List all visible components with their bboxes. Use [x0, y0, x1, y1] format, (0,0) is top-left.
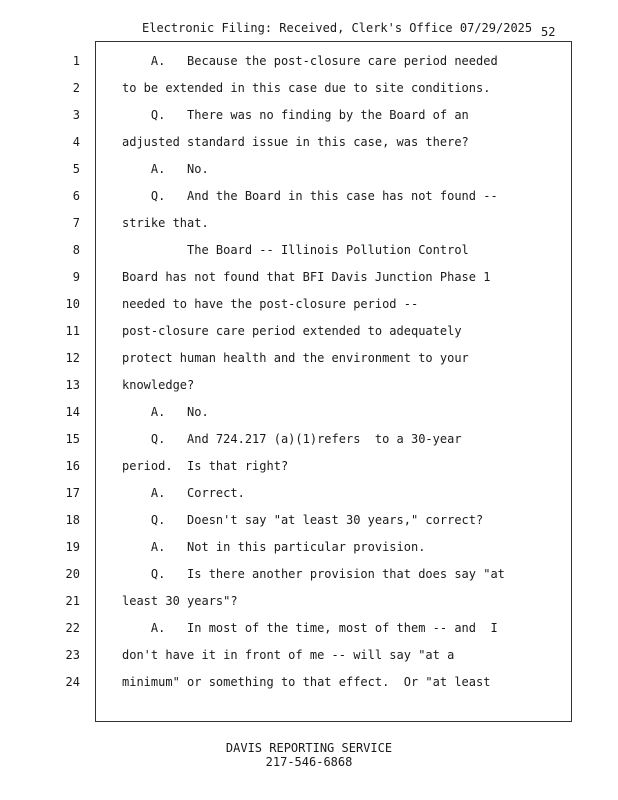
transcript-line: Q. And 724.217 (a)(1)refers to a 30-year: [122, 432, 462, 446]
transcript-line: Q. Doesn't say "at least 30 years," corr…: [122, 513, 484, 527]
page-number: 52: [541, 25, 556, 39]
reporting-company: DAVIS REPORTING SERVICE: [225, 741, 393, 755]
transcript-line: adjusted standard issue in this case, wa…: [122, 135, 469, 149]
transcript-line: least 30 years"?: [122, 594, 238, 608]
line-number: 6: [72, 189, 80, 203]
line-number: 21: [65, 594, 80, 608]
transcript-line: knowledge?: [122, 378, 195, 392]
transcript-line: minimum" or something to that effect. Or…: [122, 675, 491, 689]
transcript-text: A. Because the post-closure care period …: [122, 54, 562, 702]
line-number: 5: [72, 162, 80, 176]
line-number: 8: [72, 243, 80, 257]
transcript-line: Q. There was no finding by the Board of …: [122, 108, 469, 122]
transcript-line: to be extended in this case due to site …: [122, 81, 491, 95]
line-number: 22: [65, 621, 80, 635]
line-number: 16: [65, 459, 80, 473]
line-number: 15: [65, 432, 80, 446]
transcript-line: period. Is that right?: [122, 459, 289, 473]
line-number: 2: [72, 81, 80, 95]
transcript-line: A. In most of the time, most of them -- …: [122, 621, 498, 635]
reporting-phone: 217-546-6868: [265, 755, 353, 769]
line-number: 20: [65, 567, 80, 581]
transcript-line: post-closure care period extended to ade…: [122, 324, 462, 338]
line-number: 9: [72, 270, 80, 284]
transcript-line: A. No.: [122, 405, 209, 419]
transcript-line: Q. Is there another provision that does …: [122, 567, 505, 581]
transcript-line: don't have it in front of me -- will say…: [122, 648, 455, 662]
transcript-line: A. Not in this particular provision.: [122, 540, 426, 554]
filing-stamp: Electronic Filing: Received, Clerk's Off…: [142, 21, 533, 35]
transcript-border: [95, 41, 572, 722]
line-number: 10: [65, 297, 80, 311]
transcript-line: Q. And the Board in this case has not fo…: [122, 189, 498, 203]
footer: DAVIS REPORTING SERVICE 217-546-6868: [0, 741, 618, 769]
line-number: 13: [65, 378, 80, 392]
transcript-line: The Board -- Illinois Pollution Control: [122, 243, 469, 257]
line-number: 23: [65, 648, 80, 662]
line-number: 4: [72, 135, 80, 149]
transcript-line: Board has not found that BFI Davis Junct…: [122, 270, 491, 284]
line-number: 19: [65, 540, 80, 554]
line-number: 3: [72, 108, 80, 122]
transcript-line: needed to have the post-closure period -…: [122, 297, 419, 311]
transcript-line: A. Correct.: [122, 486, 245, 500]
line-number: 1: [72, 54, 80, 68]
line-number: 7: [72, 216, 80, 230]
line-number: 14: [65, 405, 80, 419]
transcript-line: protect human health and the environment…: [122, 351, 469, 365]
line-number: 18: [65, 513, 80, 527]
line-number: 12: [65, 351, 80, 365]
transcript-line: A. No.: [122, 162, 209, 176]
transcript-line: strike that.: [122, 216, 209, 230]
transcript-line: A. Because the post-closure care period …: [122, 54, 498, 68]
line-number: 11: [65, 324, 80, 338]
line-number: 24: [65, 675, 80, 689]
line-number: 17: [65, 486, 80, 500]
